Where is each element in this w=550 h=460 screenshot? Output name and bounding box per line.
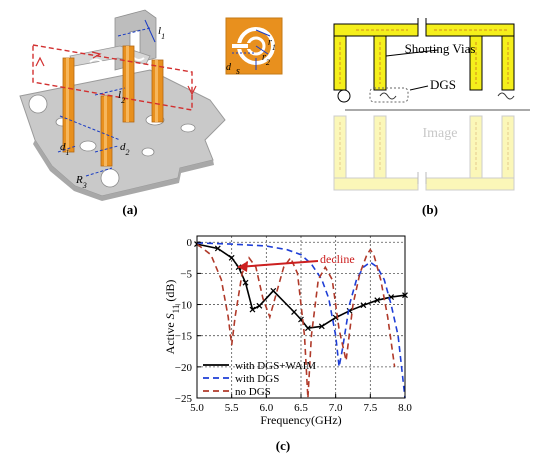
series-point: [374, 297, 381, 304]
series-line-2: [196, 242, 406, 399]
y-tick-label: −10: [175, 300, 193, 312]
series-point: [291, 309, 297, 315]
s11-chart: decline 5.0 5.5 6.0 6.5 7.0 7.5 8.0 0 −5 −10 −15 −2…: [163, 235, 413, 453]
series-point: [270, 287, 277, 294]
axis-ticks: 5.0 5.5 6.0 6.5 7.0 7.5 8.0 0 −5 −10 −15 −20 −25: [175, 237, 413, 414]
lower-image-array: [333, 115, 515, 191]
decline-annotation: decline: [237, 252, 355, 272]
dim-label-d1: d1: [60, 141, 70, 157]
series-point: [256, 302, 263, 309]
upper-array: [333, 18, 515, 103]
shorting-pillars: [62, 45, 164, 167]
x-tick-label: 6.5: [294, 402, 308, 414]
dim-label-r3: R3: [75, 174, 87, 190]
annotation-decline: decline: [320, 252, 355, 266]
x-tick-label: 5.5: [225, 402, 239, 414]
series-point: [228, 254, 235, 261]
legend-label: with DGS: [235, 373, 279, 385]
dim-label-l2: l2: [118, 89, 125, 105]
y-tick-label: −5: [180, 268, 192, 280]
dim-label-d: d: [226, 62, 232, 73]
dim-label-l1: l1: [158, 25, 165, 41]
dim-label-d2: d2: [120, 141, 130, 157]
dim-label-r2: r2: [262, 52, 270, 67]
panel-a-caption: (a): [122, 202, 137, 217]
y-tick-label: 0: [187, 237, 193, 249]
panel-b-caption: (b): [422, 202, 438, 217]
x-tick-label: 8.0: [398, 402, 412, 414]
panel-b: Shorting Vias DGS Image (b): [333, 18, 530, 217]
panel-a: l1 l2 r1 r2 d s d1 d2 R3 (a): [19, 9, 283, 217]
current-loop: [32, 44, 197, 111]
x-tick-label: 7.5: [363, 402, 377, 414]
y-tick-label: −20: [175, 362, 193, 374]
x-tick-label: 5.0: [190, 402, 204, 414]
y-tick-label: −15: [175, 331, 193, 343]
inset-dgs-patch: [225, 17, 283, 75]
legend-label: no DGS: [235, 386, 271, 398]
dgs-label: DGS: [430, 77, 456, 92]
series-point: [242, 279, 249, 286]
antenna-board: [19, 9, 226, 201]
series-point: [360, 302, 367, 309]
x-tick-label: 6.0: [259, 402, 273, 414]
x-tick-label: 7.0: [329, 402, 343, 414]
series-point: [249, 306, 256, 313]
series-point: [305, 325, 311, 332]
series-line-3: [196, 243, 396, 399]
y-axis-label: Active S11 (dB): [163, 280, 181, 355]
series-point: [214, 245, 221, 252]
dim-label-s: s: [236, 66, 240, 77]
shorting-vias-label: Shorting Vias: [405, 41, 476, 56]
dim-label-r1: r1: [268, 37, 276, 52]
image-label: Image: [423, 126, 458, 141]
x-axis-label: Frequency(GHz): [260, 413, 341, 427]
dimension-labels: l1 l2 r1 r2 d s d1 d2 R3: [60, 25, 276, 190]
series-point: [318, 323, 325, 330]
y-tick-label: −25: [175, 393, 193, 405]
dimension-lines: [57, 19, 156, 177]
panel-c-caption: (c): [276, 438, 290, 453]
legend-label: with DGS+WAIM: [235, 360, 316, 372]
